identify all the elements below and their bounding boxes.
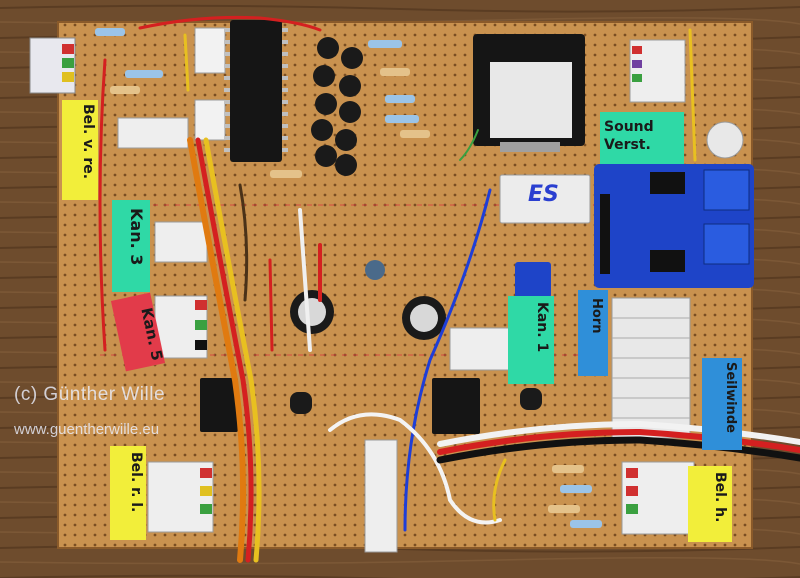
label-kan1: Kan. 1 xyxy=(534,302,550,353)
header-connector-bottom-left xyxy=(147,461,214,533)
blue-trimmer xyxy=(515,262,551,298)
jst-connector xyxy=(194,99,226,141)
label-bel-v-re: Bel. v. re. xyxy=(80,104,96,180)
header-connector-left-mid xyxy=(154,221,208,359)
label-seilwinde: Seilwinde xyxy=(723,362,738,433)
header-connector-right-long xyxy=(611,297,691,439)
relay xyxy=(499,174,591,224)
wires xyxy=(98,15,800,563)
header-connector-white xyxy=(117,117,189,149)
label-es: ES xyxy=(528,182,559,207)
jst-connector xyxy=(194,27,226,74)
header-connector-center xyxy=(449,327,511,371)
label-horn: Horn xyxy=(589,298,604,334)
dip8-chip xyxy=(200,378,238,432)
label-bel-h: Bel. h. xyxy=(712,472,728,523)
mp3-player-module xyxy=(473,34,585,152)
dip8-chip xyxy=(432,378,480,434)
motor-driver-module xyxy=(594,164,754,288)
watermark-url: www.guentherwille.eu xyxy=(14,421,160,438)
header-connector-bottom-right xyxy=(621,461,695,535)
label-bel-r-l: Bel. r. l. xyxy=(128,452,144,513)
label-kan3: Kan. 3 xyxy=(127,208,146,266)
header-connector-top-right xyxy=(629,39,686,103)
header-connector-top-left xyxy=(29,37,76,94)
transistor xyxy=(290,392,312,414)
label-sound-verst: Sound Verst. xyxy=(604,119,654,153)
transistor xyxy=(520,388,542,410)
trimmer-potentiometer xyxy=(706,121,744,159)
resistors xyxy=(95,28,602,528)
label-notes xyxy=(62,100,742,542)
transistor-array xyxy=(311,37,363,176)
microcontroller-chip xyxy=(224,20,288,162)
header-connector-bottom-center xyxy=(364,439,398,553)
watermark-copyright: (c) Günther Wille xyxy=(14,384,166,405)
